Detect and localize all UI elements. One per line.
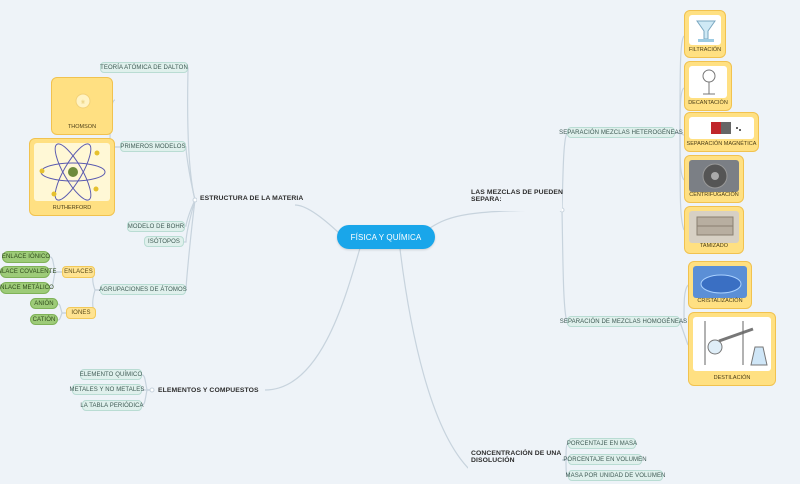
- card-tamizado[interactable]: TAMIZADO: [684, 206, 744, 254]
- central-topic[interactable]: FÍSICA Y QUÍMICA: [337, 225, 435, 249]
- subtopic-bohr[interactable]: MODELO DE BOHR: [127, 221, 185, 232]
- svg-text:⚛: ⚛: [80, 99, 85, 106]
- topic-estructura[interactable]: ESTRUCTURA DE LA MATERIA: [197, 192, 303, 204]
- subtopic-masa-volumen[interactable]: MASA POR UNIDAD DE VOLUMEN: [566, 470, 665, 481]
- subtopic-isotopos[interactable]: ISÓTOPOS: [144, 236, 184, 247]
- connector-center-mezclas: [429, 209, 563, 229]
- rutherford-atom-image: [34, 143, 110, 201]
- leaf-cation[interactable]: CATIÓN: [30, 314, 58, 325]
- card-centrifugacion[interactable]: CENTRIFUGACIÓN: [684, 155, 744, 203]
- centrifugacion-label: CENTRIFUGACIÓN: [689, 192, 739, 198]
- centrifugacion-image: [689, 160, 739, 192]
- subtopic-homogeneas[interactable]: SEPARACIÓN DE MEZCLAS HOMOGÉNEAS: [560, 316, 687, 327]
- decantacion-label: DECANTACIÓN: [688, 100, 728, 106]
- subtopic-elemento-quimico[interactable]: ELEMENTO QUÍMICO: [80, 369, 142, 380]
- card-destilacion[interactable]: DESTILACIÓN: [688, 312, 776, 386]
- topic-concentracion-line1: CONCENTRACIÓN DE UNA: [471, 450, 562, 457]
- tamizado-image: [689, 211, 739, 243]
- connector-center-elementos: [264, 247, 361, 391]
- subtopic-porcentaje-volumen[interactable]: PORCENTAJE EN VOLUMEN: [563, 454, 647, 465]
- tamizado-label: TAMIZADO: [699, 243, 728, 249]
- subtopic-heterogeneas[interactable]: SEPARACIÓN MEZCLAS HETEROGÉNEAS: [559, 127, 683, 138]
- card-separacion-magnetica[interactable]: SEPARACIÓN MAGNÉTICA: [684, 112, 759, 152]
- cristalizacion-image: [693, 266, 747, 298]
- filtracion-label: FILTRACIÓN: [688, 47, 722, 53]
- subtopic-enlaces[interactable]: ENLACES: [62, 266, 95, 278]
- card-cristalizacion[interactable]: CRISTALIZACIÓN: [688, 261, 752, 309]
- destilacion-image: [693, 317, 771, 371]
- subtopic-dalton[interactable]: TEORÍA ATÓMICA DE DALTON: [100, 62, 188, 73]
- subtopic-agrupaciones[interactable]: AGRUPACIONES DE ÁTOMOS: [99, 284, 187, 295]
- subtopic-iones[interactable]: IONES: [66, 307, 96, 319]
- leaf-enlace-metalico[interactable]: ENLACE METÁLICO: [0, 282, 54, 294]
- leaf-anion[interactable]: ANIÓN: [30, 298, 58, 309]
- magnetica-label: SEPARACIÓN MAGNÉTICA: [686, 141, 757, 147]
- decantacion-image: [689, 66, 727, 98]
- card-thomson[interactable]: ⚛ THOMSON: [51, 77, 113, 135]
- subtopic-tabla-periodica[interactable]: LA TABLA PERIÓDICA: [80, 400, 144, 411]
- thomson-label: THOMSON: [67, 124, 97, 130]
- subtopic-primeros-modelos[interactable]: PRIMEROS MODELOS: [120, 141, 186, 152]
- card-filtracion[interactable]: FILTRACIÓN: [684, 10, 726, 58]
- leaf-enlace-covalente[interactable]: ENLACE COVALENTE: [0, 266, 56, 278]
- topic-concentracion[interactable]: CONCENTRACIÓN DE UNA DISOLUCIÓN: [468, 450, 562, 472]
- filtracion-image: [689, 15, 721, 45]
- thomson-image: ⚛: [56, 82, 108, 120]
- card-rutherford[interactable]: RUTHERFORD: [29, 138, 115, 216]
- destilacion-label: DESTILACIÓN: [713, 375, 751, 381]
- connector-center-concentracion: [399, 248, 471, 471]
- topic-mezclas-line1: LAS MEZCLAS DE PUEDEN: [471, 189, 563, 196]
- magnetica-image: [689, 117, 754, 139]
- topic-concentracion-line2: DISOLUCIÓN: [471, 457, 515, 464]
- cristalizacion-label: CRISTALIZACIÓN: [697, 298, 743, 304]
- leaf-enlace-ionico[interactable]: ENLACE IÓNICO: [2, 251, 50, 263]
- rutherford-label: RUTHERFORD: [52, 205, 92, 211]
- connector-center-estructura: [294, 204, 341, 235]
- topic-elementos[interactable]: ELEMENTOS Y COMPUESTOS: [155, 384, 263, 396]
- card-decantacion[interactable]: DECANTACIÓN: [684, 61, 732, 111]
- topic-mezclas[interactable]: LAS MEZCLAS DE PUEDEN SEPARA:: [468, 189, 563, 211]
- topic-mezclas-line2: SEPARA:: [471, 196, 502, 203]
- subtopic-metales[interactable]: METALES Y NO METALES: [70, 384, 144, 395]
- subtopic-porcentaje-masa[interactable]: PORCENTAJE EN MASA: [567, 438, 637, 449]
